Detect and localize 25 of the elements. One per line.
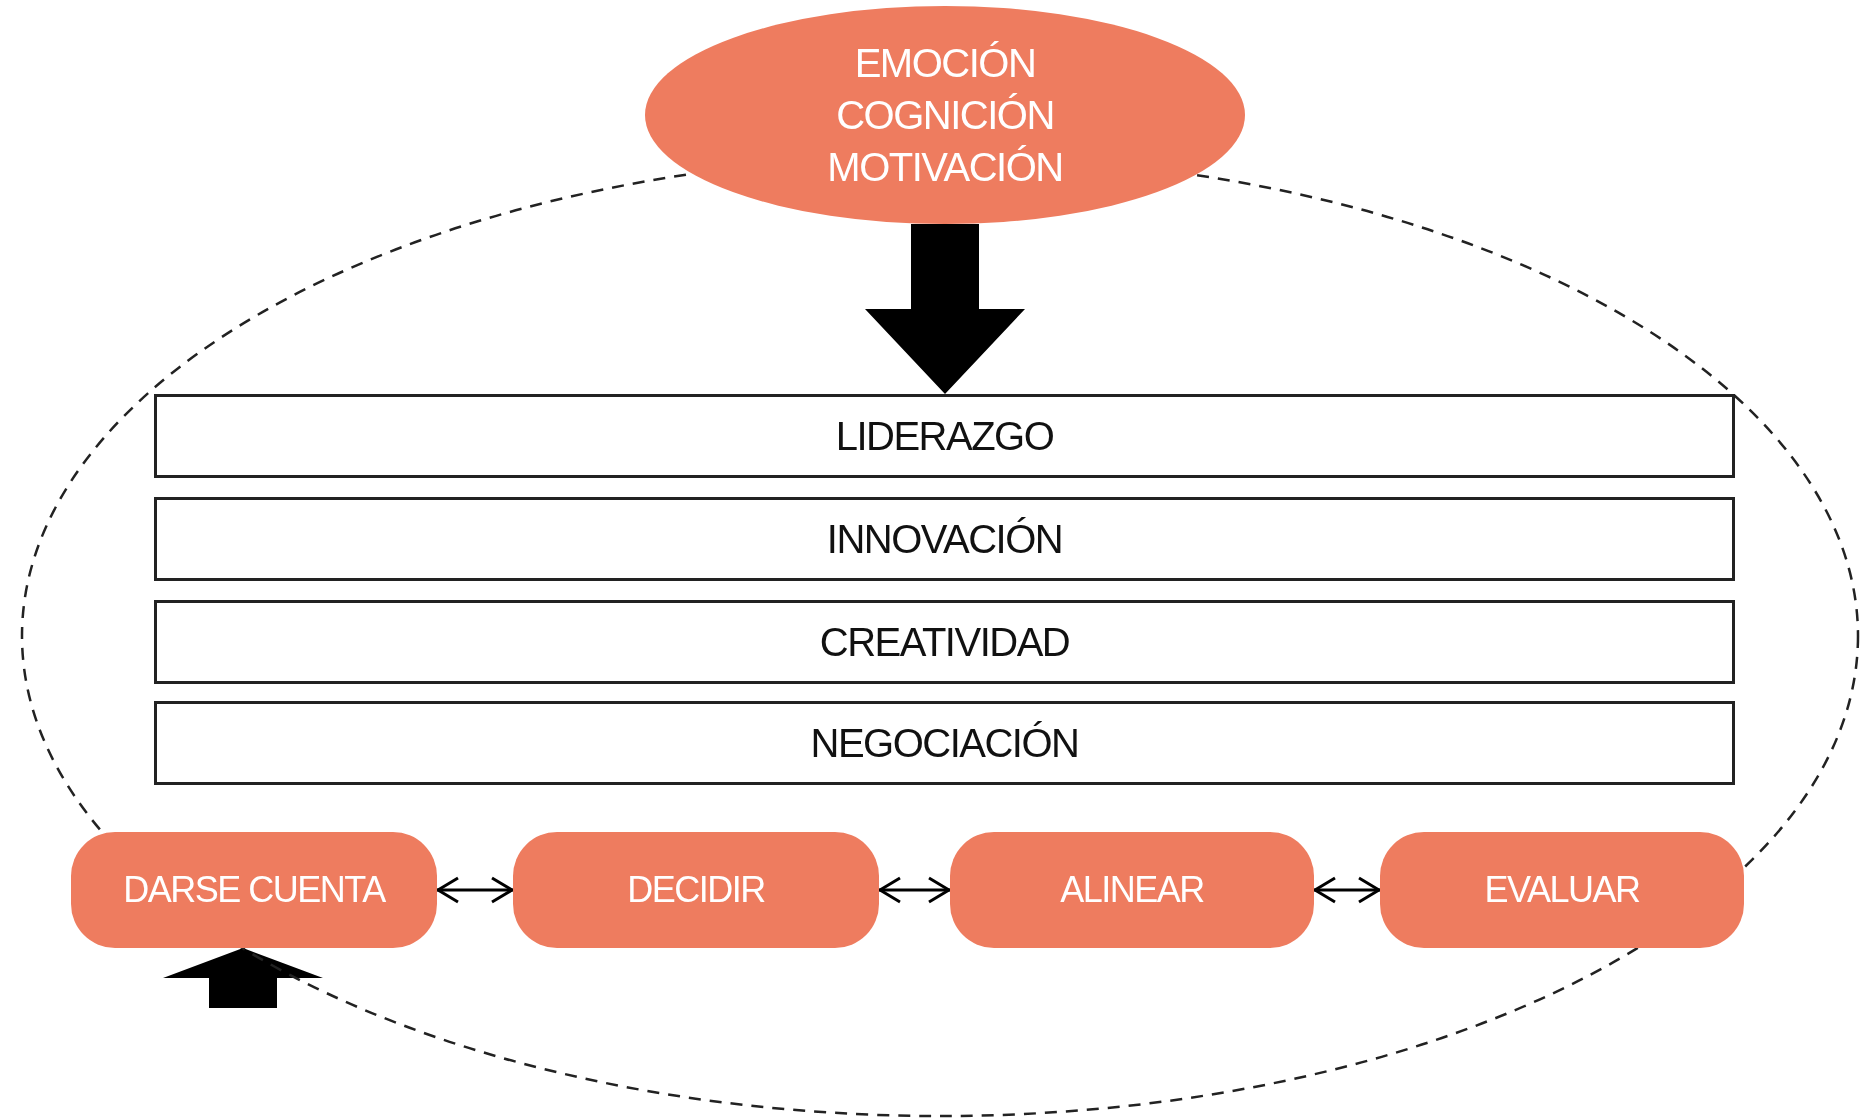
double-arrow <box>436 876 514 904</box>
rounded-node <box>1380 832 1744 948</box>
node-label: CREATIVIDAD <box>819 619 1070 665</box>
double-arrow <box>1313 876 1381 904</box>
block-arrow <box>865 224 1025 394</box>
node-label: EVALUAR <box>1484 869 1640 911</box>
node-label: EMOCIÓN <box>854 40 1036 87</box>
node-label: ALINEAR <box>1060 869 1204 911</box>
block-arrow <box>163 948 323 1008</box>
node-label: INNOVACIÓN <box>826 516 1063 562</box>
node-label: MOTIVACIÓN <box>827 144 1063 191</box>
node-label: DARSE CUENTA <box>123 869 385 911</box>
rounded-node <box>950 832 1314 948</box>
double-arrow <box>878 876 951 904</box>
node-label: LIDERAZGO <box>835 413 1054 459</box>
node-label: DECIDIR <box>627 869 765 911</box>
bar-box <box>154 394 1735 478</box>
oval-node <box>645 6 1245 224</box>
bar-box <box>154 600 1735 684</box>
rounded-node <box>513 832 879 948</box>
rounded-node <box>71 832 437 948</box>
bar-box <box>154 701 1735 785</box>
node-label: COGNICIÓN <box>836 92 1054 139</box>
bar-box <box>154 497 1735 581</box>
node-label: NEGOCIACIÓN <box>810 720 1079 766</box>
